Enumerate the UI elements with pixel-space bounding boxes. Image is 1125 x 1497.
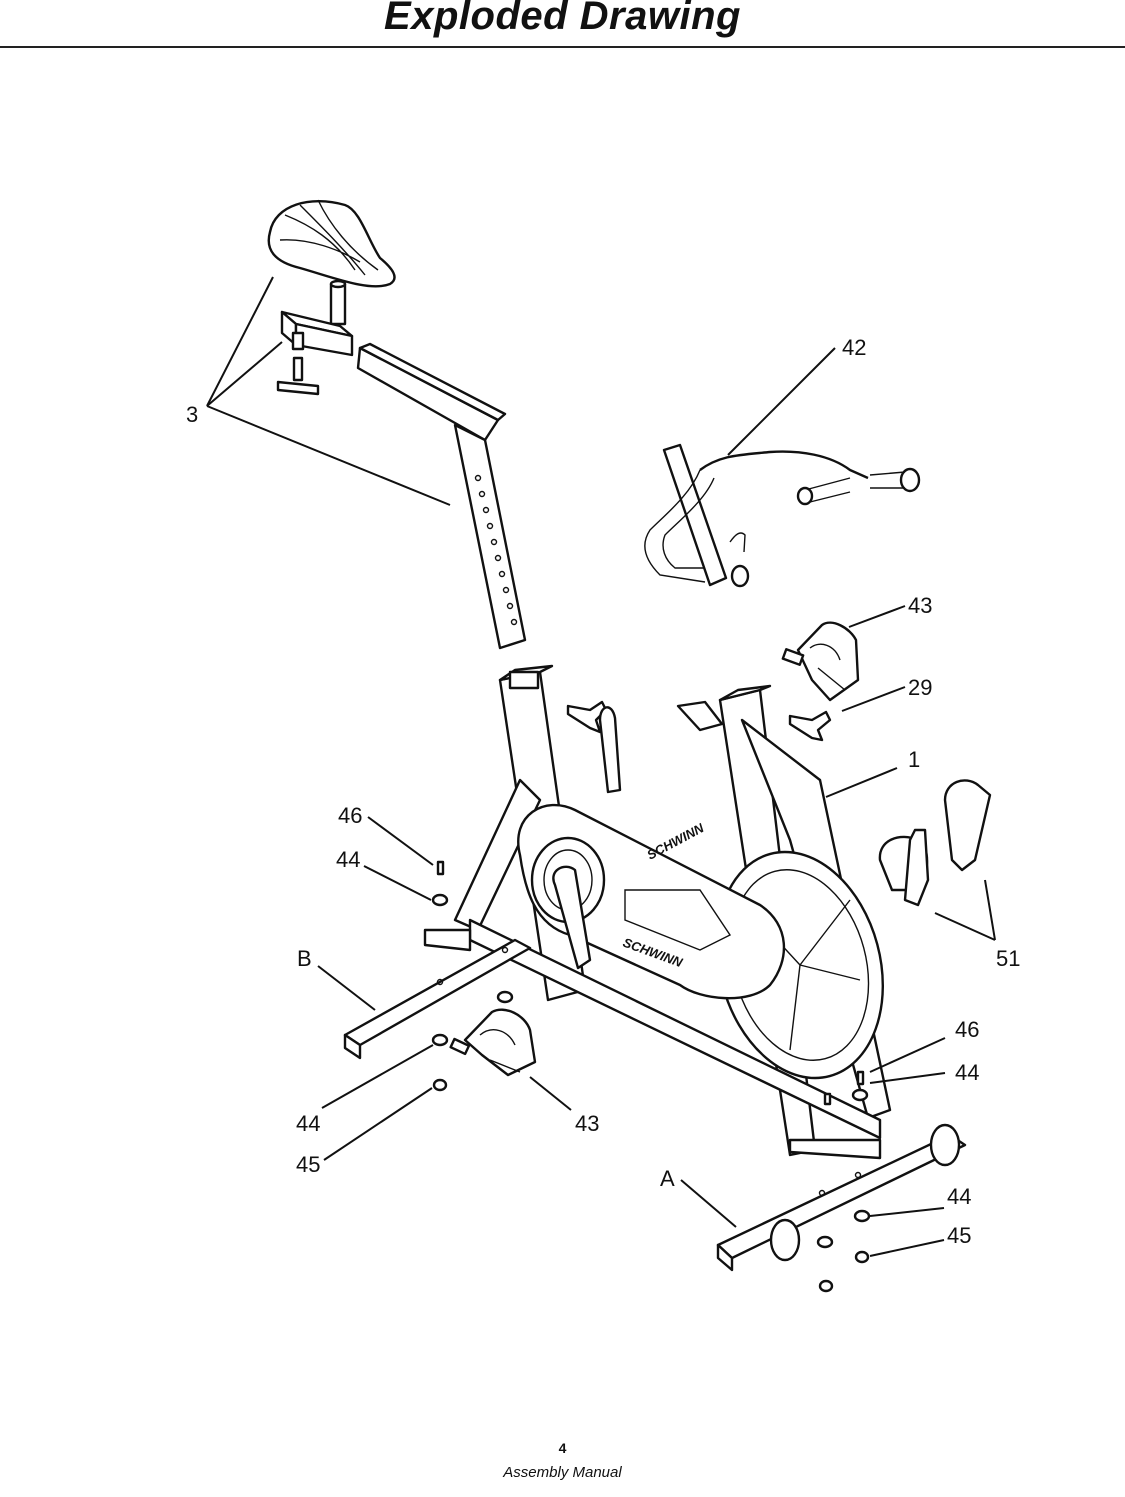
bottle-cages [878, 779, 992, 907]
callout-44-bottom-right: 44 [947, 1184, 971, 1209]
seat-knob [276, 356, 320, 396]
callout-44-right: 44 [955, 1060, 979, 1085]
callout-A: A [660, 1166, 675, 1191]
chain-guard-logo: SCHWINN [644, 820, 706, 863]
callout-43-top: 43 [908, 593, 932, 618]
callout-46-right: 46 [955, 1017, 979, 1042]
title-divider [0, 46, 1125, 48]
exploded-drawing: SCHWINN SCHWINN [186, 199, 1020, 1293]
callout-43-bottom: 43 [575, 1111, 599, 1136]
callout-46-left: 46 [338, 803, 362, 828]
callout-45-right: 45 [947, 1223, 971, 1248]
page-title: Exploded Drawing [384, 0, 741, 38]
hardware [431, 860, 871, 1293]
callout-B: B [297, 946, 312, 971]
callout-1: 1 [908, 747, 920, 772]
front-stabilizer [716, 1123, 967, 1272]
footer-label: Assembly Manual [503, 1464, 622, 1481]
callout-44-left: 44 [336, 847, 360, 872]
saddle [267, 199, 396, 326]
frame-knobs [566, 700, 832, 742]
pedal-left [449, 1008, 537, 1077]
seat-post [356, 342, 527, 650]
callout-29: 29 [908, 675, 932, 700]
callout-44-bottom-left: 44 [296, 1111, 320, 1136]
handlebar [644, 443, 921, 588]
pedal-right [781, 621, 860, 702]
callout-3: 3 [186, 402, 198, 427]
main-frame: SCHWINN SCHWINN [423, 664, 892, 1160]
leader-lines [206, 276, 996, 1257]
callout-51: 51 [996, 946, 1020, 971]
rear-stabilizer [343, 938, 532, 1060]
callout-42: 42 [842, 335, 866, 360]
seat-slider [280, 310, 354, 357]
page-number: 4 [558, 1440, 567, 1456]
callout-45-left: 45 [296, 1152, 320, 1177]
callout-labels: 3 42 43 29 1 46 44 51 B 46 44 44 43 45 A… [186, 335, 1020, 1248]
